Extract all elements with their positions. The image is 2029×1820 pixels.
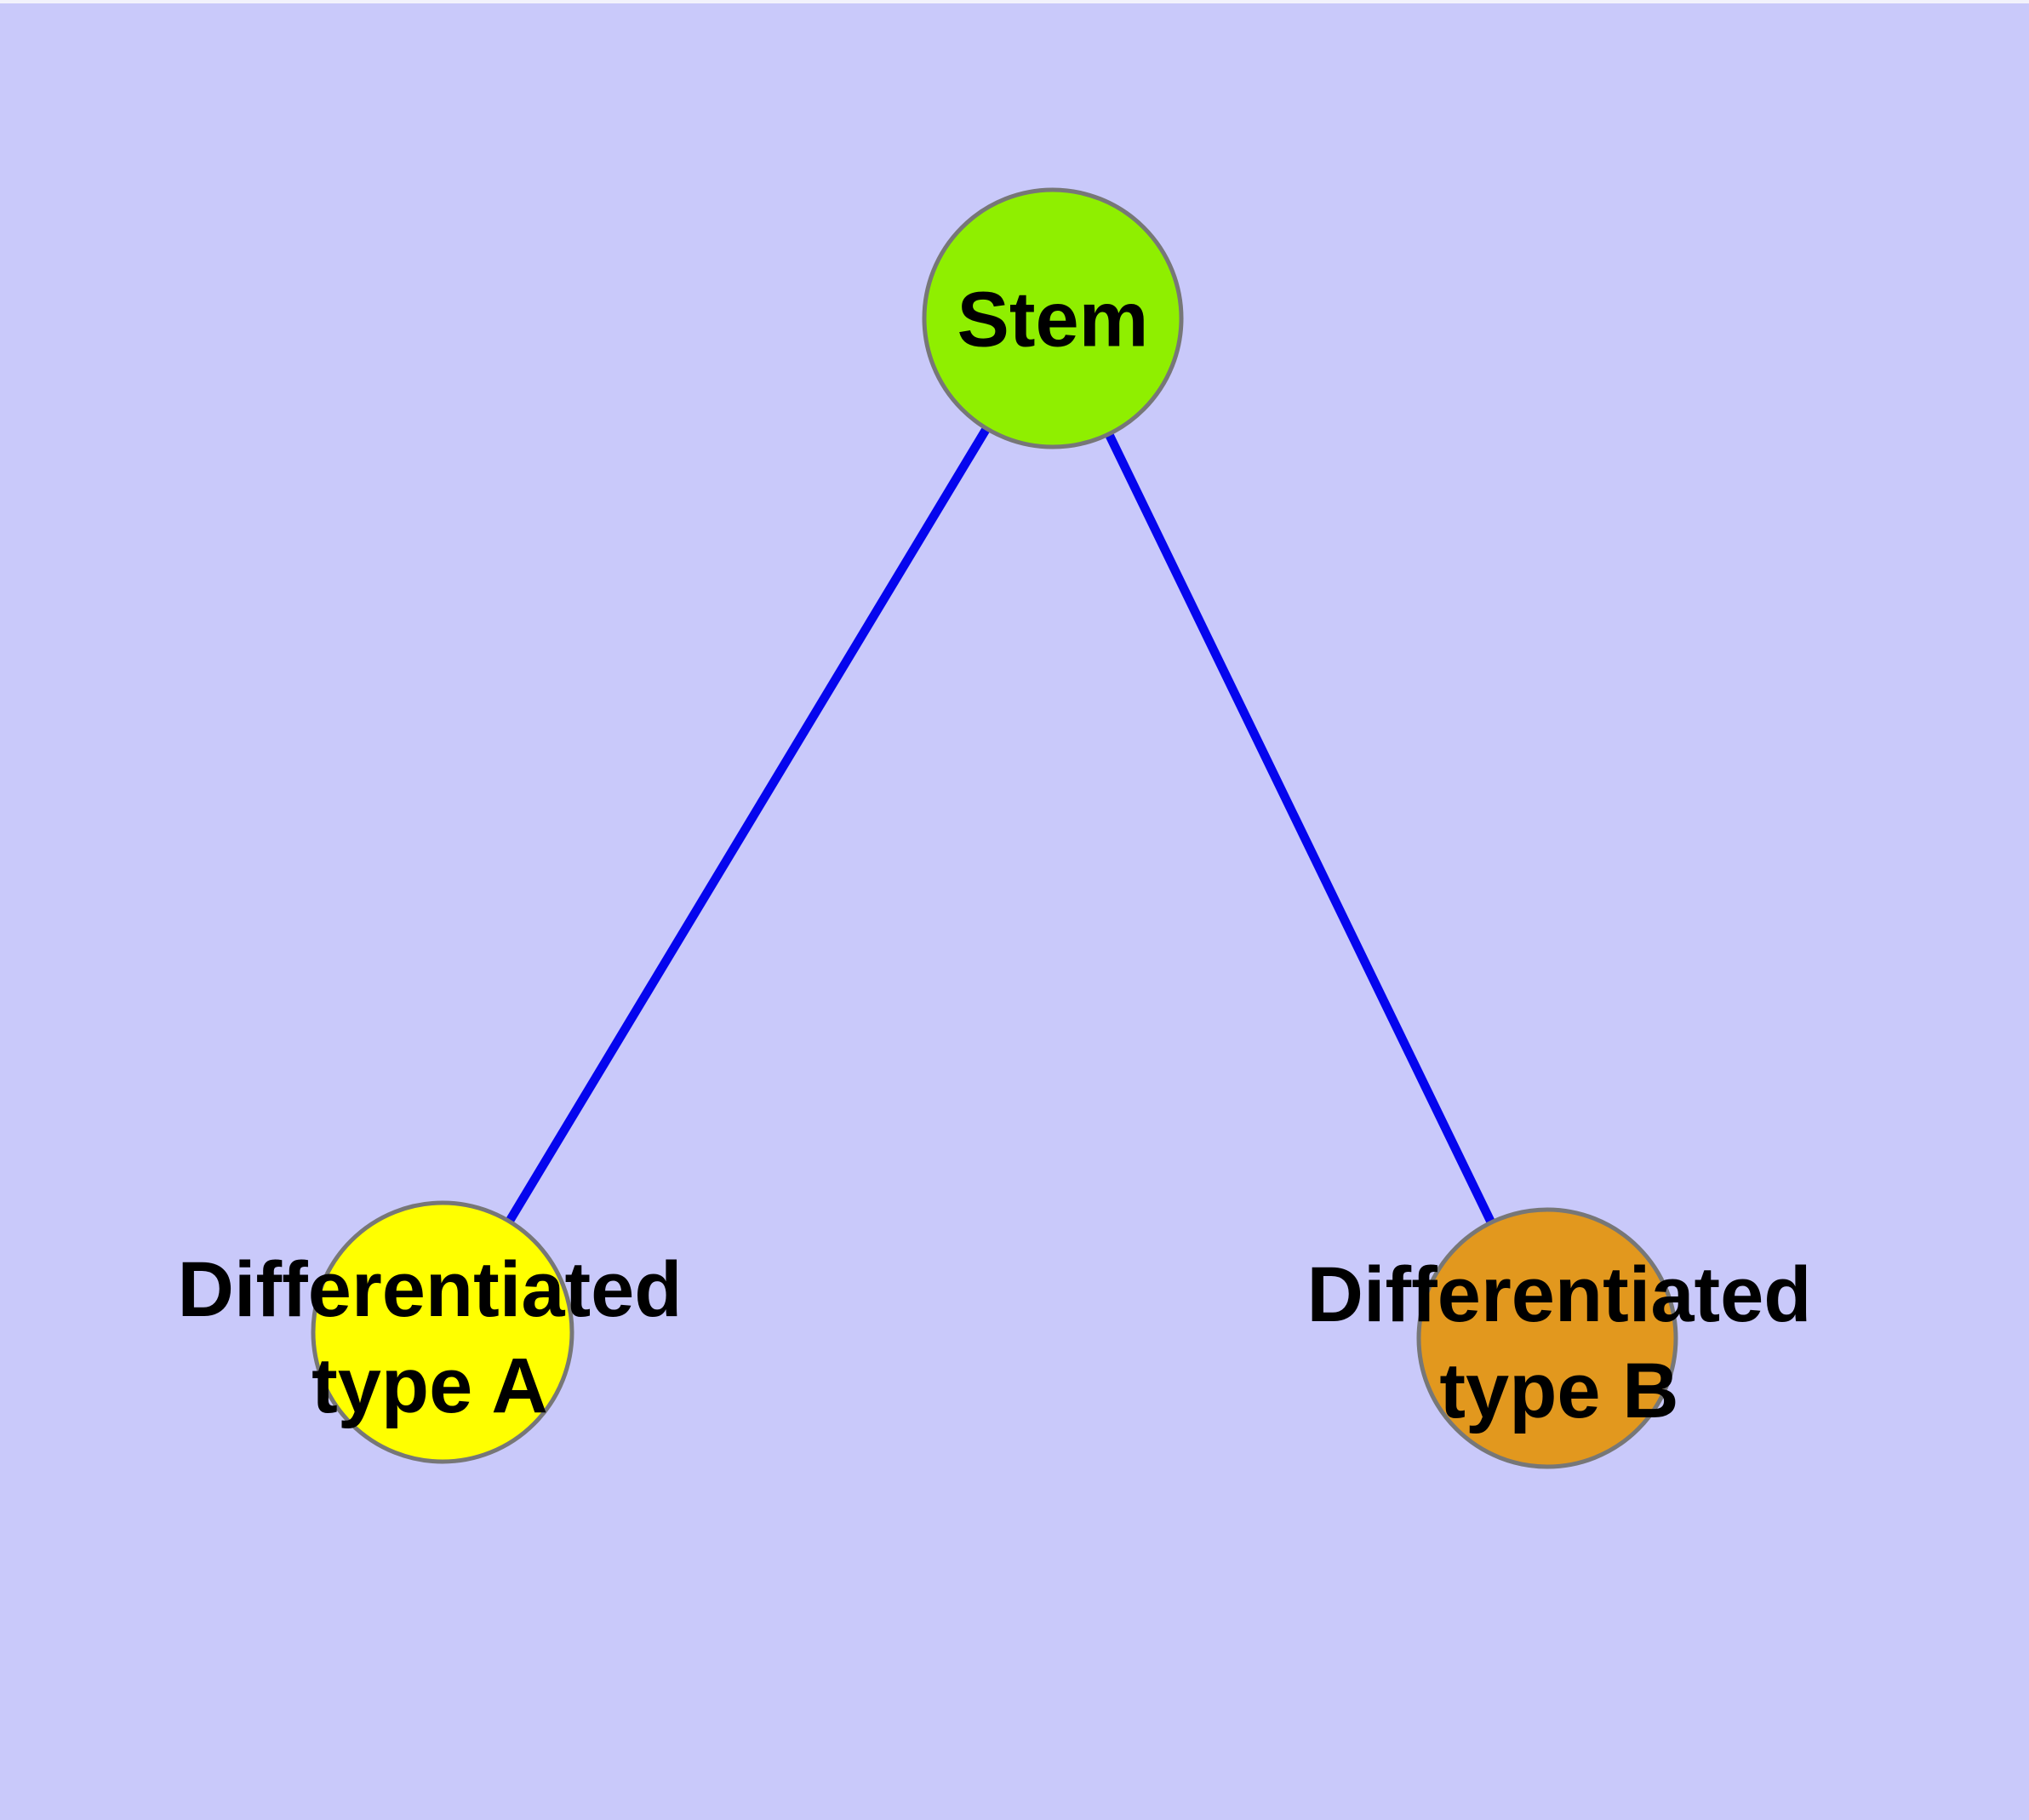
edge-stem-to-type-b: [1049, 316, 1552, 1341]
node-differentiated-type-a[interactable]: [311, 1200, 574, 1464]
edge-stem-to-type-a: [438, 316, 1057, 1335]
node-stem[interactable]: [922, 187, 1184, 449]
node-differentiated-type-b[interactable]: [1416, 1207, 1678, 1469]
canvas-top-edge: [0, 0, 2029, 3]
